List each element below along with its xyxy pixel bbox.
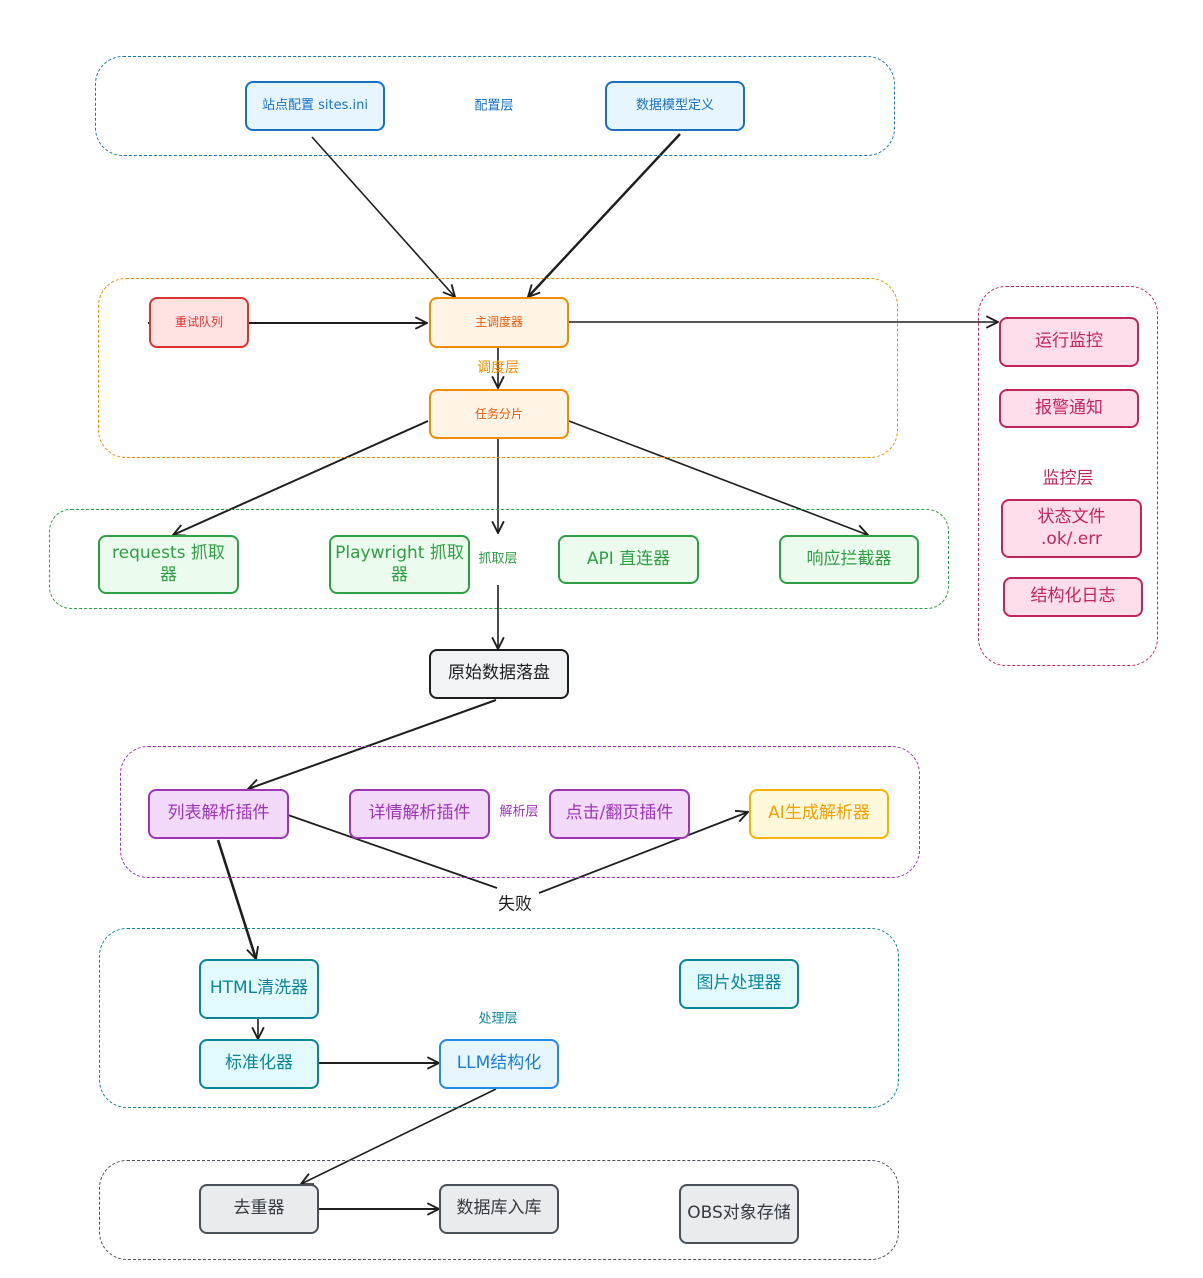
edge-llm-dedup (301, 1088, 497, 1184)
process-layer-label: 处理层 (478, 1011, 518, 1027)
run-monitor-node[interactable]: 运行监控 (999, 317, 1139, 367)
list-parser-node[interactable]: 列表解析插件 (148, 789, 289, 839)
alert-node[interactable]: 报警通知 (999, 389, 1139, 428)
obs-storage-node[interactable]: OBS对象存储 (679, 1184, 799, 1244)
requests-fetcher-node[interactable]: requests 抓取器 (98, 535, 239, 594)
edge-listparser-htmlcleaner (216, 839, 256, 959)
html-cleaner-node[interactable]: HTML清洗器 (199, 959, 319, 1019)
playwright-fetcher-node[interactable]: Playwright 抓取器 (329, 535, 470, 594)
normalizer-node[interactable]: 标准化器 (199, 1039, 319, 1089)
parse-layer-label: 解析层 (499, 804, 539, 820)
struct-log-node[interactable]: 结构化日志 (1003, 577, 1143, 617)
task-shard-node[interactable]: 任务分片 (429, 389, 569, 439)
site-config-node[interactable]: 站点配置 sites.ini (245, 81, 385, 131)
edge-shard-requests (173, 420, 429, 535)
monitor-layer-label: 监控层 (1042, 468, 1094, 489)
parse-layer-group (120, 746, 920, 878)
data-model-node[interactable]: 数据模型定义 (605, 81, 745, 131)
response-interceptor-node[interactable]: 响应拦截器 (779, 535, 919, 584)
raw-storage-node[interactable]: 原始数据落盘 (429, 649, 569, 699)
db-ingest-node[interactable]: 数据库入库 (439, 1184, 559, 1234)
edge-raw-listparser (248, 699, 497, 789)
click-plugin-node[interactable]: 点击/翻页插件 (549, 789, 690, 839)
config-layer-label: 配置层 (474, 98, 514, 114)
deduplicator-node[interactable]: 去重器 (199, 1184, 319, 1234)
image-processor-node[interactable]: 图片处理器 (679, 959, 799, 1009)
fetch-layer-group (49, 509, 949, 609)
scheduler-node[interactable]: 主调度器 (429, 297, 569, 348)
api-connector-node[interactable]: API 直连器 (558, 535, 699, 584)
ai-parser-node[interactable]: AI生成解析器 (749, 789, 889, 839)
fail-edge-label: 失败 (495, 889, 535, 915)
retry-queue-node[interactable]: 重试队列 (149, 297, 249, 348)
edge-datamodel-scheduler (528, 133, 681, 297)
edge-shard-interceptor (568, 420, 868, 535)
status-file-node[interactable]: 状态文件 .ok/.err (1001, 499, 1142, 558)
edge-fail-ai (287, 812, 748, 894)
process-layer-group (99, 928, 899, 1108)
config-layer-group (95, 56, 895, 156)
edge-siteconfig-scheduler (311, 136, 455, 297)
fetch-layer-label: 抓取层 (476, 547, 520, 567)
storage-layer-group (99, 1160, 899, 1260)
monitor-layer-group (978, 286, 1158, 666)
llm-struct-node[interactable]: LLM结构化 (439, 1039, 559, 1089)
schedule-layer-group (98, 278, 898, 458)
schedule-layer-label: 调度层 (477, 360, 519, 376)
detail-parser-node[interactable]: 详情解析插件 (349, 789, 490, 839)
